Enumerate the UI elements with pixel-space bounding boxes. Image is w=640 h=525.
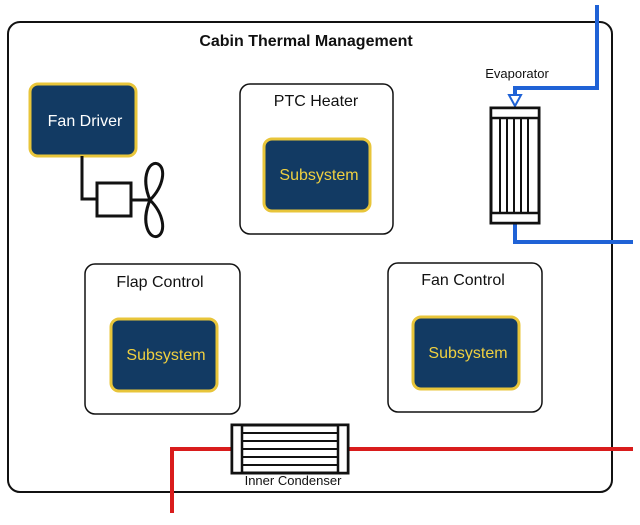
fan-driver-label: Fan Driver (48, 113, 123, 130)
refrigerant-left-line (170, 447, 232, 513)
fan-motor-icon (80, 156, 165, 239)
flap-control-subsystem-label: Subsystem (126, 347, 205, 364)
fan-control-subsystem-label: Subsystem (428, 345, 507, 362)
evaporator-icon (489, 106, 541, 225)
inner-condenser-label: Inner Condenser (245, 473, 343, 488)
ptc-heater-subsystem[interactable] (262, 137, 372, 213)
coolant-outlet-line (513, 224, 633, 244)
flap-control-subsystem[interactable] (109, 317, 219, 393)
fan-control-subsystem[interactable] (411, 315, 521, 391)
ptc-heater-subsystem-label: Subsystem (279, 167, 358, 184)
flap-control-title: Flap Control (116, 274, 203, 291)
ptc-heater-title: PTC Heater (274, 93, 359, 110)
inner-condenser-icon (230, 423, 350, 475)
fan-control-title: Fan Control (421, 272, 505, 289)
evaporator-label: Evaporator (485, 66, 549, 81)
cabin-title: Cabin Thermal Management (199, 33, 413, 50)
coolant-inlet-arrow (507, 94, 523, 109)
